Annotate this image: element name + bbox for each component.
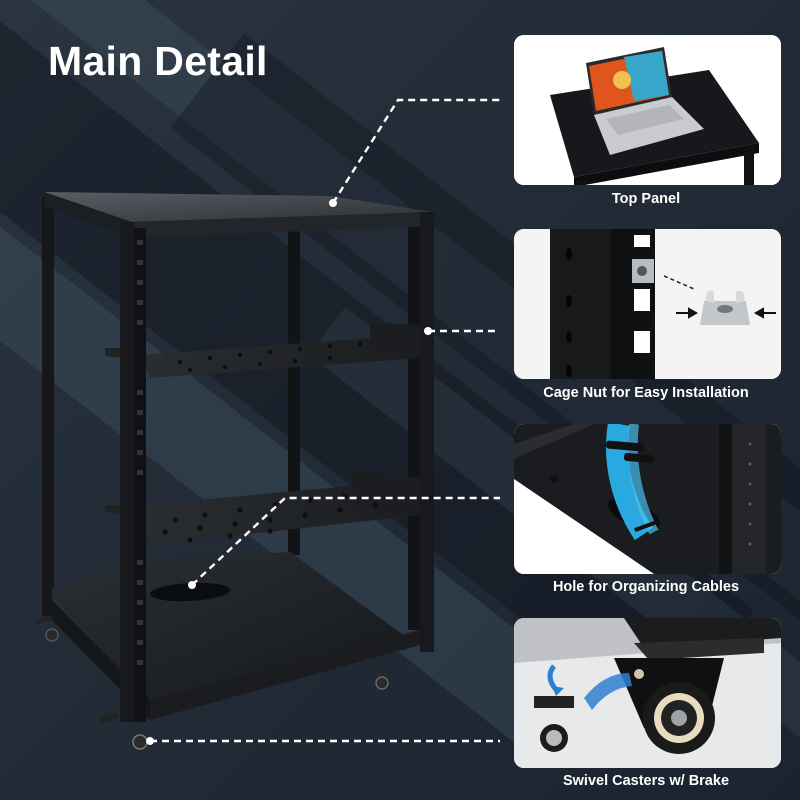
swivel-caster-icon — [514, 618, 781, 768]
cable-hole-icon — [514, 424, 781, 574]
feature-image-cage-nut — [514, 229, 781, 379]
feature-caption-cage-nut: Cage Nut for Easy Installation — [543, 385, 749, 401]
feature-image-swivel-caster — [514, 618, 781, 768]
laptop-on-top-panel-icon — [514, 35, 781, 185]
page-title: Main Detail — [48, 38, 268, 84]
rack-main-image — [35, 98, 500, 750]
feature-image-cable-hole — [514, 424, 781, 574]
feature-caption-swivel-caster: Swivel Casters w/ Brake — [562, 773, 730, 789]
feature-caption-cable-hole: Hole for Organizing Cables — [552, 579, 740, 595]
cage-nut-icon — [514, 229, 781, 379]
feature-caption-top-panel: Top Panel — [611, 191, 681, 207]
feature-image-top-panel — [514, 35, 781, 185]
rack-icon — [35, 98, 500, 750]
